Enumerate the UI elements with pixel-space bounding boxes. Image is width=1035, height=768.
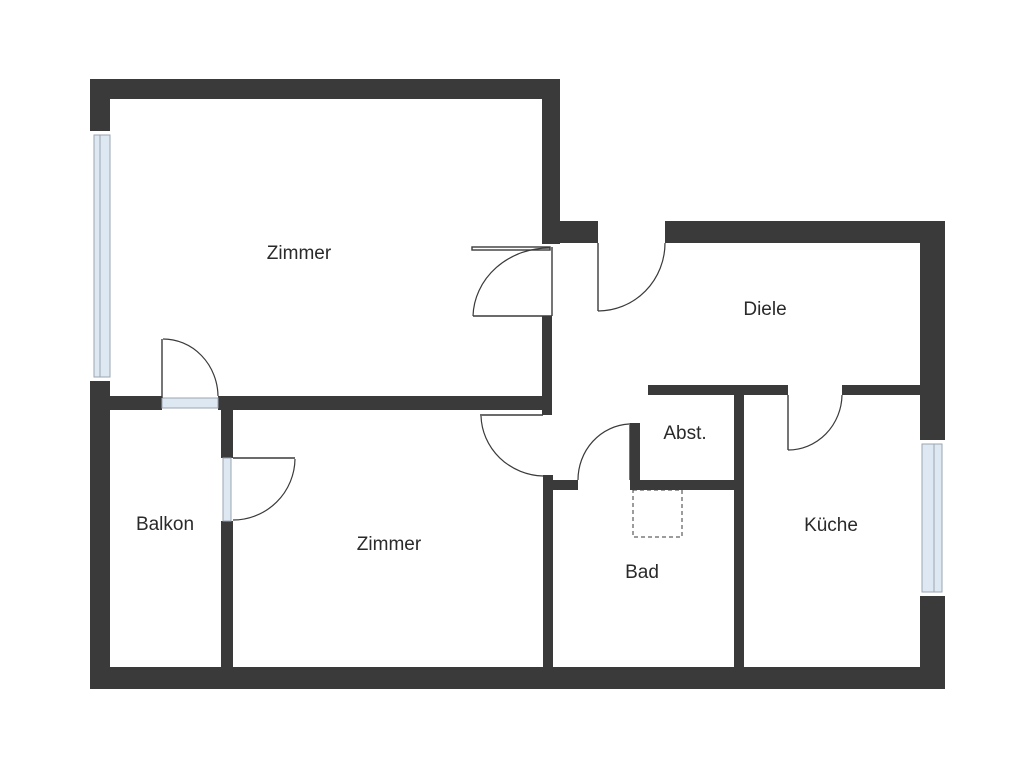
label-bad: Bad xyxy=(625,562,659,583)
wall-abst-top xyxy=(648,385,788,395)
label-zimmer-2: Zimmer xyxy=(357,534,422,555)
wall-zimmer-bottom-a xyxy=(90,396,162,410)
wall-zimmer2-right xyxy=(543,475,553,689)
door-diele-top xyxy=(597,242,666,312)
door-zimmer2-balkon xyxy=(222,457,296,522)
windows xyxy=(90,131,945,596)
wall-balkon-right xyxy=(221,396,233,458)
door-zimmer2-diele xyxy=(480,414,544,477)
wall-zimmer-right xyxy=(542,79,560,244)
doors xyxy=(161,242,843,522)
shaft-dashed-outline xyxy=(632,489,683,538)
wall-top-right-a xyxy=(542,221,598,243)
window-balkon-door-sill xyxy=(161,397,219,409)
wall-top-right-b xyxy=(665,221,945,243)
wall-top-left xyxy=(90,79,560,99)
walls xyxy=(90,79,945,689)
wall-bad-top-left xyxy=(543,480,578,490)
label-diele: Diele xyxy=(743,299,786,320)
wall-zimmer-bottom-b xyxy=(218,396,552,410)
window-left xyxy=(93,134,101,378)
room-labels: Zimmer Diele Abst. Balkon Zimmer Bad Küc… xyxy=(136,243,858,583)
label-kueche: Küche xyxy=(804,515,858,536)
wall-bottom xyxy=(90,667,945,689)
label-balkon: Balkon xyxy=(136,514,194,535)
wall-balkon-right-lower xyxy=(221,521,233,689)
window-right xyxy=(921,443,935,593)
door-kueche xyxy=(787,394,843,451)
wall-zimmer-right-lower xyxy=(542,316,552,415)
window-left-inner xyxy=(99,134,111,378)
label-abst: Abst. xyxy=(663,423,706,444)
wall-abst-left xyxy=(630,423,640,490)
door-zimmer1-diele xyxy=(471,246,553,317)
wall-abst-bottom xyxy=(630,480,742,490)
door-balkon xyxy=(161,338,219,398)
window-right-outer xyxy=(933,443,943,593)
wall-kueche-top xyxy=(842,385,945,395)
door-bad xyxy=(577,423,631,481)
label-zimmer-1: Zimmer xyxy=(267,243,332,264)
wall-kueche-left xyxy=(734,385,744,689)
